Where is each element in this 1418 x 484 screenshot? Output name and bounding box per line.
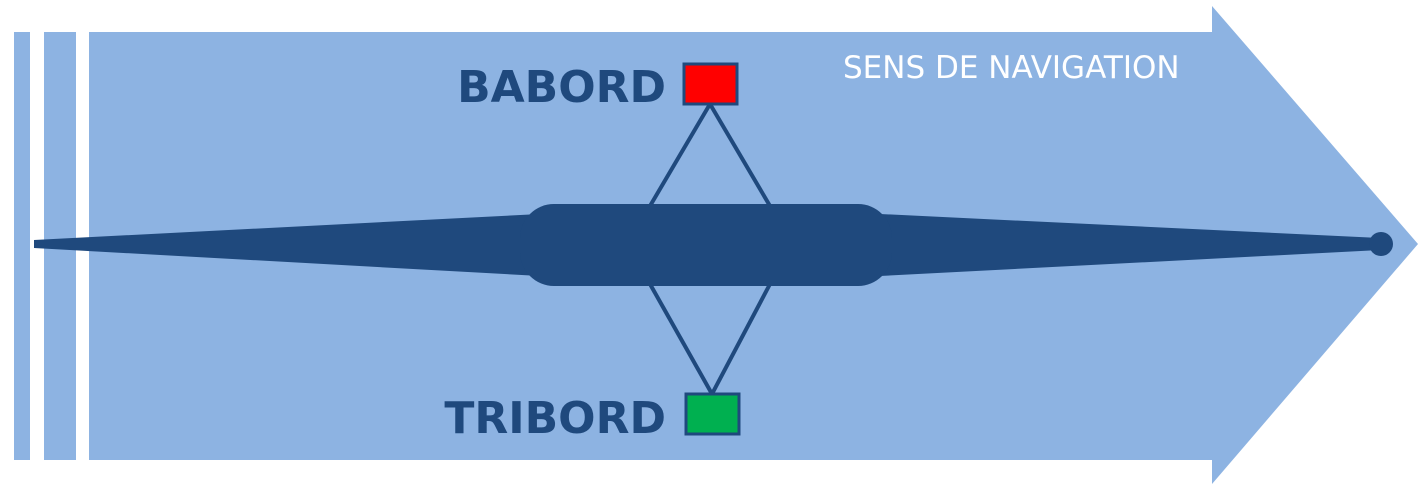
tail-stripe-1	[14, 32, 30, 460]
boat-cockpit	[520, 204, 892, 286]
starboard-rigger-left	[648, 283, 714, 395]
riggers	[648, 102, 772, 395]
port-rigger-right	[708, 102, 772, 208]
boat	[34, 204, 1393, 286]
direction-label: SENS DE NAVIGATION	[843, 50, 1180, 86]
starboard-marker	[684, 392, 741, 436]
starboard-rigger-right	[710, 283, 772, 395]
starboard-label: TRIBORD	[444, 393, 666, 444]
port-label: BABORD	[457, 62, 666, 113]
port-rigger-left	[648, 102, 712, 208]
port-marker	[682, 62, 739, 106]
boat-bow-ball	[1369, 232, 1393, 256]
